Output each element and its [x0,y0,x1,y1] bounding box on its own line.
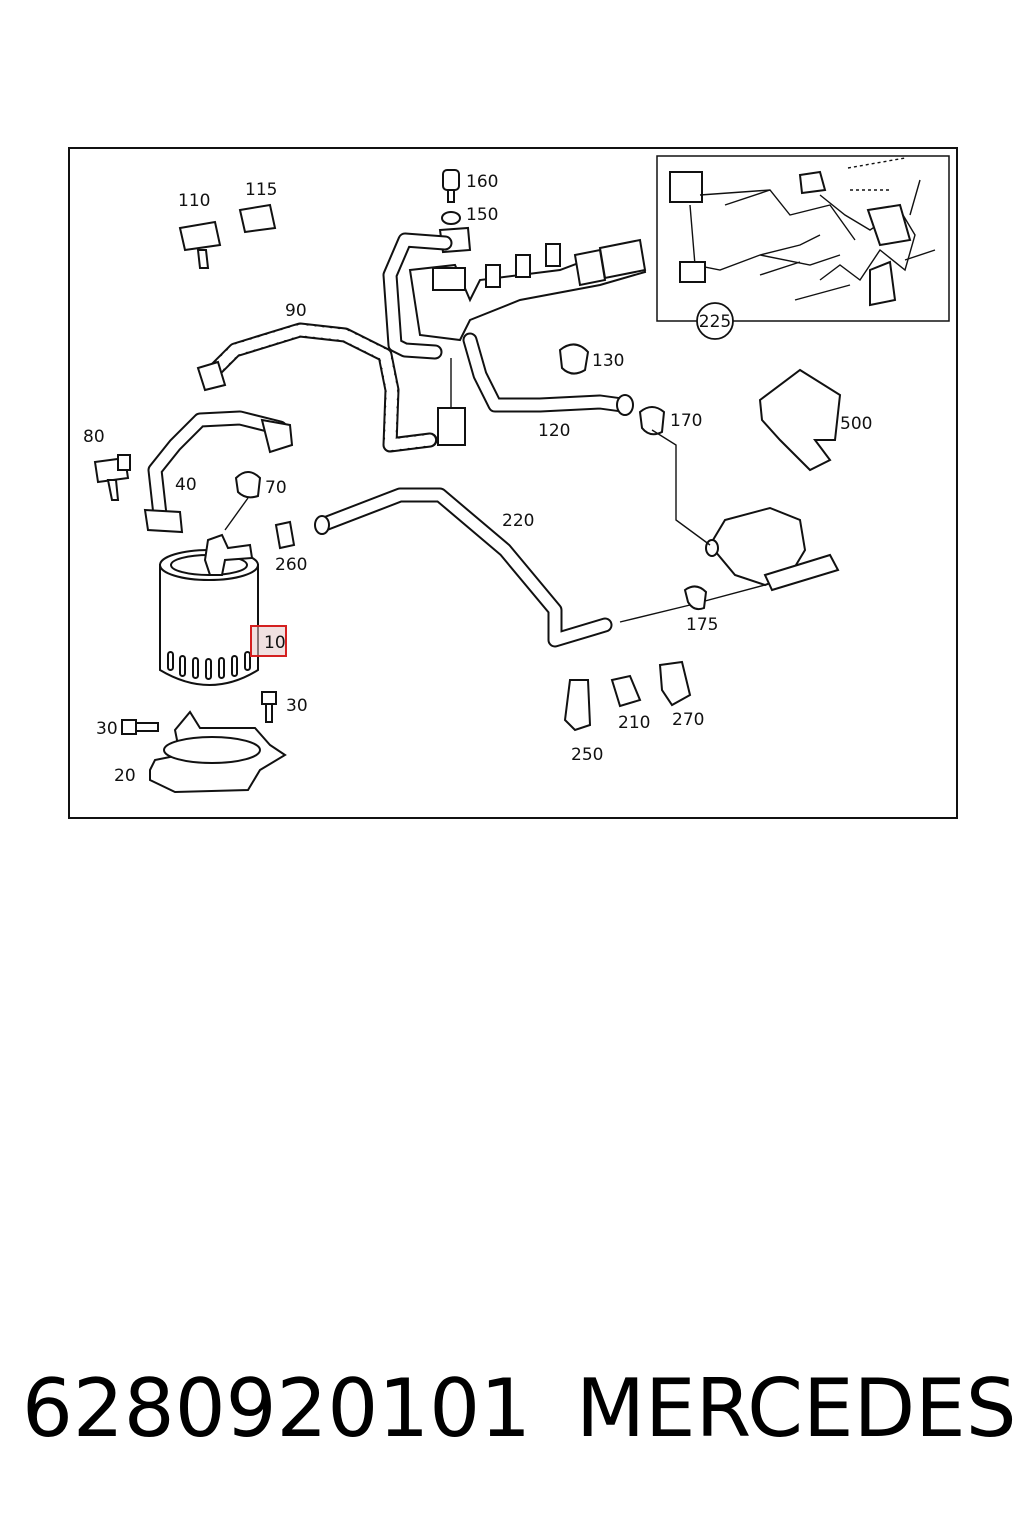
callout-260: 260 [275,555,307,575]
callout-500: 500 [840,414,872,434]
hose-40-elbow [260,418,294,454]
callout-110: 110 [178,191,210,211]
hose-clamp-130 [558,343,590,375]
fuel-rail [408,238,647,342]
t-piece-valve [437,407,466,446]
hose-90-end [196,360,227,392]
callout-220: 220 [502,511,534,531]
callout-20: 20 [114,766,136,786]
inset-wiring-sketch [669,157,936,307]
callout-250: 250 [571,745,603,765]
bracket-250 [563,679,592,732]
fuel-filter [159,533,259,686]
callout-10-highlighted[interactable]: 10 [250,625,287,657]
callout-80: 80 [83,427,105,447]
svg-text:225: 225 [699,312,731,332]
callout-30-left: 30 [96,719,118,739]
banjo-bolt [442,169,460,203]
hose-clamp-170 [638,406,666,436]
callout-70: 70 [265,478,287,498]
callout-210: 210 [618,713,650,733]
fuel-pump-unit [705,506,840,592]
bolt-30-right [261,691,277,723]
line-170-to-pump [651,429,711,546]
hose-clamp-175 [683,585,708,611]
callout-130: 130 [592,351,624,371]
svg-text:10: 10 [264,633,286,653]
sealing-washer [441,211,461,225]
callout-160: 160 [466,172,498,192]
callout-40: 40 [175,475,197,495]
callout-120: 120 [538,421,570,441]
clip-210 [610,674,642,708]
brand-name: MERCEDES [576,1362,1017,1455]
callout-270: 270 [672,710,704,730]
bolt-30-left [121,719,159,735]
connector-80 [93,454,131,501]
callout-225: 225 [696,302,734,340]
hose-clamp-70 [234,471,262,499]
connector-110 [178,220,222,269]
callout-115: 115 [245,180,277,200]
part-number: 6280920101 [22,1362,531,1455]
hose-40-end [143,508,184,534]
callout-170: 170 [670,411,702,431]
clip-260 [274,520,296,550]
connector-115 [238,203,277,234]
callout-90: 90 [285,301,307,321]
callout-30-right: 30 [286,696,308,716]
callout-175: 175 [686,615,718,635]
bracket-500 [758,368,842,472]
footer-caption: 6280920101 MERCEDES [0,1362,1024,1472]
clip-270 [658,660,692,707]
callout-150: 150 [466,205,498,225]
bracket-20 [149,710,287,794]
